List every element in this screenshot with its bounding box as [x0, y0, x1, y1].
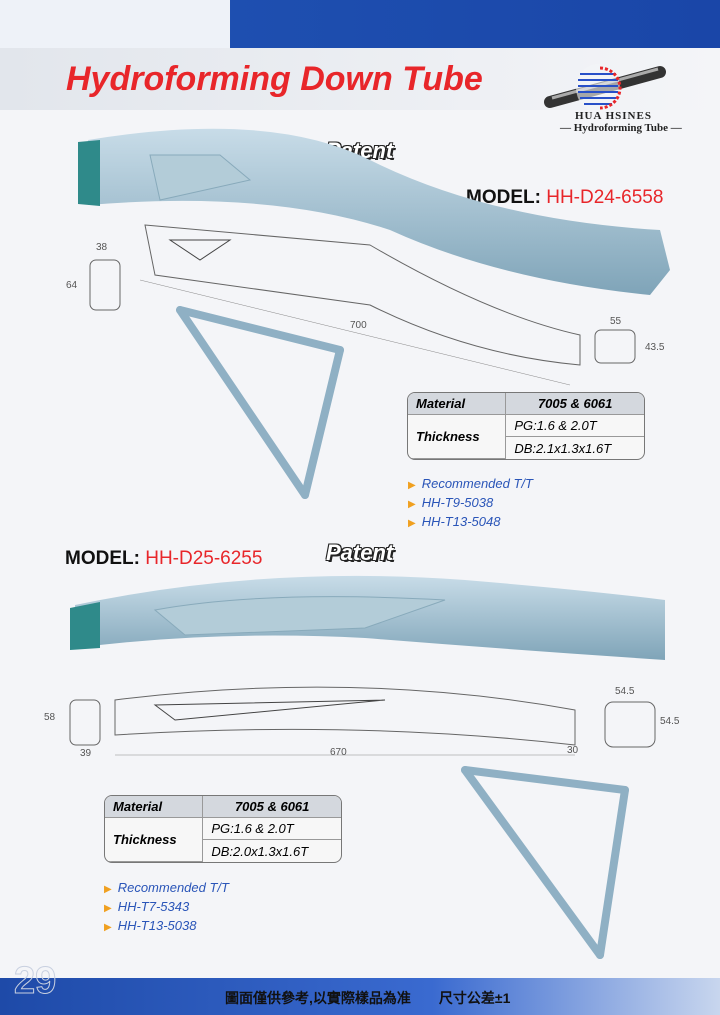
model-label: MODEL: HH-D25-6255 — [65, 548, 263, 569]
recommended-list: ▶Recommended T/T ▶HH-T7-5343 ▶HH-T13-503… — [104, 880, 229, 933]
model-code: HH-D24-6558 — [546, 187, 664, 208]
model-code: HH-D25-6255 — [145, 548, 263, 569]
tube-render — [70, 575, 665, 660]
tube-render — [78, 128, 670, 295]
brand-name: HUA HSINES — [575, 110, 652, 122]
patent-badge: Patent — [326, 540, 394, 565]
top-banner-light — [0, 0, 230, 48]
page-title: Hydroforming Down Tube — [66, 60, 483, 98]
recommended-list: ▶Recommended T/T ▶HH-T9-5038 ▶HH-T13-504… — [408, 476, 533, 529]
model-label: MODEL: HH-D24-6558 — [466, 187, 664, 208]
frame-render — [461, 766, 629, 959]
brand-tagline: — Hydroforming Tube — — [560, 122, 682, 134]
footer-note: 圖面僅供參考,以實際樣品為准 尺寸公差±1 — [225, 990, 511, 1006]
footer-bar — [0, 978, 720, 1015]
brand-logo — [544, 64, 666, 112]
dimension-drawing — [89, 224, 636, 386]
frame-render — [176, 306, 344, 499]
dimension-drawing — [69, 686, 656, 756]
page-number: 29 — [13, 960, 57, 1003]
